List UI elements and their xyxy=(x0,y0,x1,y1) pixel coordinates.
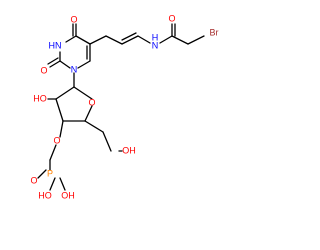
oxygen-c4-label: O xyxy=(70,14,77,24)
nh-n3-label: HN xyxy=(49,40,62,50)
ring-oxygen-label: O xyxy=(88,97,95,107)
oxygen-c2-label: O xyxy=(40,65,47,75)
atom-labels: O HN O N N H O Br HO O OH O P O HO OH xyxy=(30,13,218,200)
amide-oxygen-label: O xyxy=(168,13,175,23)
amide-hydrogen-label: H xyxy=(152,32,159,42)
allyl-side-chain-bonds xyxy=(89,23,205,45)
hydroxyl-5prime-label: OH xyxy=(122,145,136,155)
n1-label: N xyxy=(71,64,78,74)
ribose-bonds xyxy=(37,72,123,191)
amide-nitrogen-label: N xyxy=(152,40,159,50)
uracil-ring-bonds xyxy=(47,23,91,69)
bromine-label: Br xyxy=(210,27,219,37)
molecule-structure: O HN O N N H O Br HO O OH O P O HO OH xyxy=(30,13,218,200)
oxygen-3prime-label: O xyxy=(53,135,60,145)
hydroxyl-2prime-label: HO xyxy=(33,93,47,103)
phosphate-hydroxyl-2-label: OH xyxy=(61,190,75,200)
phosphoryl-oxygen-label: O xyxy=(30,175,37,185)
phosphate-hydroxyl-1-label: HO xyxy=(38,190,52,200)
phosphorus-label: P xyxy=(47,168,53,178)
